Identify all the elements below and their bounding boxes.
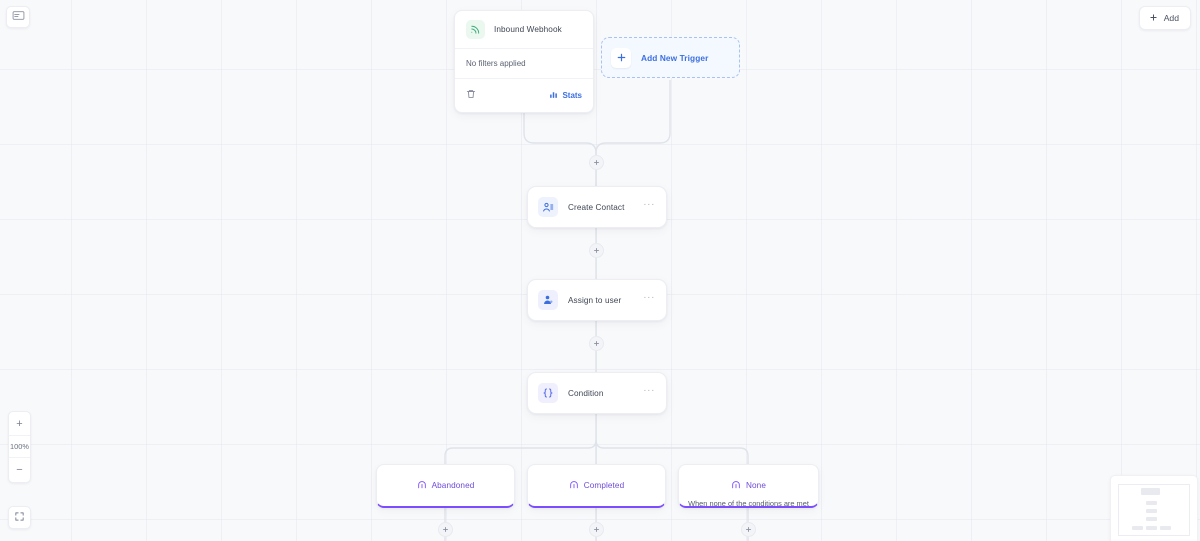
- plus-icon: [611, 47, 631, 68]
- action-node-create-contact[interactable]: Create Contact ···: [527, 186, 667, 228]
- branch-subtitle: When none of the conditions are met: [688, 499, 809, 508]
- minimap-viewport: [1118, 484, 1190, 536]
- action-menu-button[interactable]: ···: [643, 292, 655, 303]
- minimap-node: [1145, 501, 1157, 505]
- branch-card-abandoned[interactable]: Abandoned: [376, 464, 515, 508]
- assign-user-icon: [538, 290, 558, 310]
- branch-header: Completed: [569, 476, 625, 494]
- stats-button[interactable]: Stats: [549, 90, 582, 101]
- add-new-trigger-label: Add New Trigger: [641, 52, 709, 63]
- add-button-label: Add: [1163, 13, 1179, 23]
- branch-card-none[interactable]: None When none of the conditions are met: [678, 464, 819, 508]
- action-menu-button[interactable]: ···: [643, 199, 655, 210]
- branch-label: Completed: [583, 480, 625, 490]
- zoom-controls[interactable]: + 100% −: [8, 411, 31, 483]
- add-node-button[interactable]: [589, 522, 604, 537]
- action-label: Assign to user: [568, 295, 622, 305]
- branch-icon: [569, 476, 579, 494]
- add-button[interactable]: Add: [1138, 6, 1191, 30]
- minimap-node: [1141, 488, 1160, 495]
- zoom-out-button[interactable]: −: [16, 464, 23, 476]
- action-node-assign-to-user[interactable]: Assign to user ···: [527, 279, 667, 321]
- branch-card-completed[interactable]: Completed: [527, 464, 666, 508]
- stats-label: Stats: [562, 90, 582, 100]
- branch-header: Abandoned: [417, 476, 475, 494]
- minimap[interactable]: [1110, 475, 1198, 541]
- trigger-filters-text: No filters applied: [455, 49, 593, 79]
- add-new-trigger-button[interactable]: Add New Trigger: [601, 37, 740, 78]
- panel-toggle-button[interactable]: [6, 6, 30, 28]
- minimap-node: [1159, 526, 1172, 530]
- trigger-footer: Stats: [455, 79, 593, 112]
- fit-view-button[interactable]: [8, 506, 31, 529]
- trash-icon[interactable]: [466, 86, 476, 104]
- add-node-button[interactable]: [589, 336, 604, 351]
- fit-screen-icon: [14, 509, 25, 527]
- bar-chart-icon: [549, 90, 558, 101]
- minimap-node: [1131, 526, 1144, 530]
- action-label: Create Contact: [568, 202, 625, 212]
- trigger-title: Inbound Webhook: [494, 25, 562, 34]
- plus-icon: [1149, 13, 1158, 24]
- add-node-button[interactable]: [589, 243, 604, 258]
- branch-label: Abandoned: [431, 480, 475, 490]
- branch-icon: [417, 476, 427, 494]
- branch-header: None: [731, 476, 766, 494]
- contact-add-icon: [538, 197, 558, 217]
- action-menu-button[interactable]: ···: [643, 385, 655, 396]
- braces-icon: [538, 383, 558, 403]
- action-node-condition[interactable]: Condition ···: [527, 372, 667, 414]
- card-list-icon: [12, 8, 25, 26]
- trigger-node-inbound-webhook[interactable]: Inbound Webhook No filters applied Stats: [454, 10, 594, 113]
- add-node-button[interactable]: [589, 155, 604, 170]
- webhook-signal-icon: [466, 20, 485, 39]
- add-node-button[interactable]: [438, 522, 453, 537]
- branch-label: None: [746, 480, 766, 490]
- add-node-button[interactable]: [741, 522, 756, 537]
- minimap-node: [1145, 509, 1157, 513]
- branch-icon: [731, 476, 741, 494]
- minimap-node: [1145, 517, 1157, 521]
- zoom-level-label[interactable]: 100%: [9, 436, 30, 458]
- trigger-header: Inbound Webhook: [455, 11, 593, 49]
- action-label: Condition: [568, 388, 604, 398]
- minimap-node: [1145, 526, 1158, 530]
- zoom-in-button[interactable]: +: [9, 412, 30, 436]
